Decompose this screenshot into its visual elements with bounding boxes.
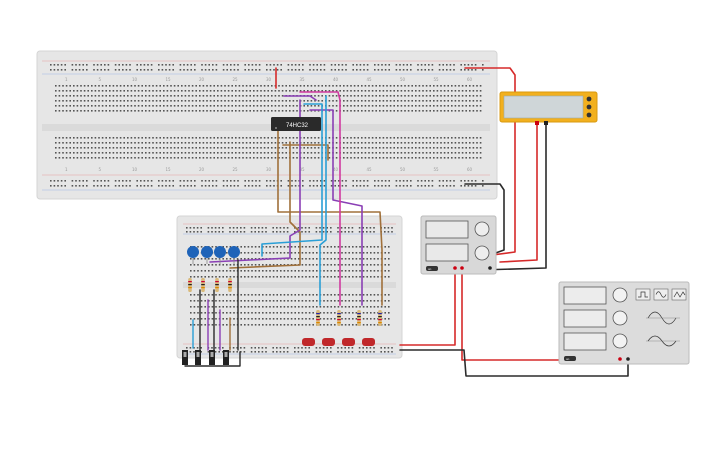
slide-switch[interactable] xyxy=(182,350,188,365)
top-column-number: 5 xyxy=(99,167,102,172)
top-column-number: 30 xyxy=(266,77,272,82)
led[interactable] xyxy=(342,338,355,346)
resistor[interactable] xyxy=(337,310,341,326)
blue-capacitor[interactable] xyxy=(187,246,199,258)
top-column-number: 40 xyxy=(333,77,339,82)
top-breadboard-column-numbers: 1155101015152020252530303535404045455050… xyxy=(65,77,473,172)
triangle-wave-button[interactable] xyxy=(671,288,687,301)
power-supply[interactable]: on xyxy=(420,215,497,275)
function-generator[interactable]: on xyxy=(558,281,690,365)
ps-positive-terminal-2[interactable] xyxy=(460,266,464,270)
resistor[interactable] xyxy=(228,278,232,292)
top-column-number: 20 xyxy=(199,77,205,82)
wire-blue-1 xyxy=(261,103,323,257)
top-column-number: 45 xyxy=(367,77,373,82)
wire-blue-2 xyxy=(319,95,327,306)
top-column-number: 50 xyxy=(400,77,406,82)
top-column-number: 10 xyxy=(132,167,138,172)
wire-black-gen xyxy=(399,349,629,377)
multimeter-positive-probe[interactable] xyxy=(535,121,539,125)
voltage-knob[interactable] xyxy=(474,221,490,237)
resistor[interactable] xyxy=(215,278,219,292)
wire-magenta-1 xyxy=(299,91,341,306)
slide-switch[interactable] xyxy=(209,350,215,365)
top-column-number: 20 xyxy=(199,167,205,172)
top-column-number: 55 xyxy=(434,77,440,82)
top-column-number: 40 xyxy=(333,167,339,172)
wire-black-top-rail xyxy=(464,183,505,256)
blue-capacitor[interactable] xyxy=(214,246,226,258)
top-column-number: 15 xyxy=(166,167,172,172)
fg-negative-terminal[interactable] xyxy=(626,357,630,361)
blue-capacitor[interactable] xyxy=(201,246,213,258)
offset-knob[interactable] xyxy=(612,333,628,349)
multimeter-negative-probe[interactable] xyxy=(544,121,548,125)
top-column-number: 15 xyxy=(166,77,172,82)
led[interactable] xyxy=(302,338,315,346)
multimeter-mode-r-icon[interactable] xyxy=(586,112,592,118)
wire-brown-1 xyxy=(277,127,383,306)
resistor[interactable] xyxy=(201,278,205,292)
function-generator-switch[interactable] xyxy=(564,356,576,361)
top-column-number: 60 xyxy=(467,167,473,172)
resistor[interactable] xyxy=(357,310,361,326)
triangle-wave-icon xyxy=(673,291,686,298)
top-column-number: 5 xyxy=(99,77,102,82)
top-column-number: 55 xyxy=(434,167,440,172)
function-generator-switch-label: on xyxy=(566,357,570,361)
wire-red-meter xyxy=(499,123,538,263)
wire-red-rail-to-meter xyxy=(399,67,516,346)
blue-capacitor[interactable] xyxy=(228,246,240,258)
amplitude-knob[interactable] xyxy=(612,310,628,326)
power-supply-switch-label: on xyxy=(428,267,432,271)
top-column-number: 35 xyxy=(300,77,306,82)
wire-purple-2 xyxy=(209,99,301,263)
chip-label: 74HC32 xyxy=(286,123,309,129)
top-column-number: 35 xyxy=(300,167,306,172)
top-column-number: 50 xyxy=(400,167,406,172)
multimeter-mode-v-icon[interactable] xyxy=(586,104,592,110)
ic-74hc32[interactable]: 74HC32 xyxy=(271,117,321,131)
top-column-number: 60 xyxy=(467,77,473,82)
sine-wave-icon xyxy=(655,291,667,298)
top-column-number: 10 xyxy=(132,77,138,82)
square-wave-button[interactable] xyxy=(635,288,651,301)
wire-small-black-bottom xyxy=(184,351,241,367)
top-column-number: 45 xyxy=(367,167,373,172)
top-column-number: 1 xyxy=(65,77,68,82)
top-breadboard[interactable]: 1155101015152020252530303535404045455050… xyxy=(36,50,498,200)
multimeter-mode-a-icon[interactable] xyxy=(586,96,592,102)
slide-switch[interactable] xyxy=(195,350,201,365)
power-supply-switch[interactable] xyxy=(426,266,438,271)
resistor[interactable] xyxy=(316,310,320,326)
resistor[interactable] xyxy=(378,310,382,326)
current-knob[interactable] xyxy=(474,245,490,261)
led[interactable] xyxy=(362,338,375,346)
ps-negative-terminal[interactable] xyxy=(488,266,492,270)
top-column-number: 25 xyxy=(233,77,239,82)
top-column-number: 25 xyxy=(233,167,239,172)
top-column-number: 1 xyxy=(65,167,68,172)
fg-positive-terminal[interactable] xyxy=(618,357,622,361)
top-column-number: 30 xyxy=(266,167,272,172)
wire-brown-3 xyxy=(282,144,329,161)
wire-purple-1 xyxy=(283,95,317,101)
wire-brown-2 xyxy=(229,141,301,269)
components[interactable] xyxy=(182,246,382,365)
square-wave-icon xyxy=(638,291,648,298)
resistor[interactable] xyxy=(188,278,192,292)
frequency-knob[interactable] xyxy=(612,287,628,303)
led[interactable] xyxy=(322,338,335,346)
multimeter[interactable] xyxy=(499,91,598,125)
ps-positive-terminal[interactable] xyxy=(453,266,457,270)
slide-switch[interactable] xyxy=(223,350,229,365)
